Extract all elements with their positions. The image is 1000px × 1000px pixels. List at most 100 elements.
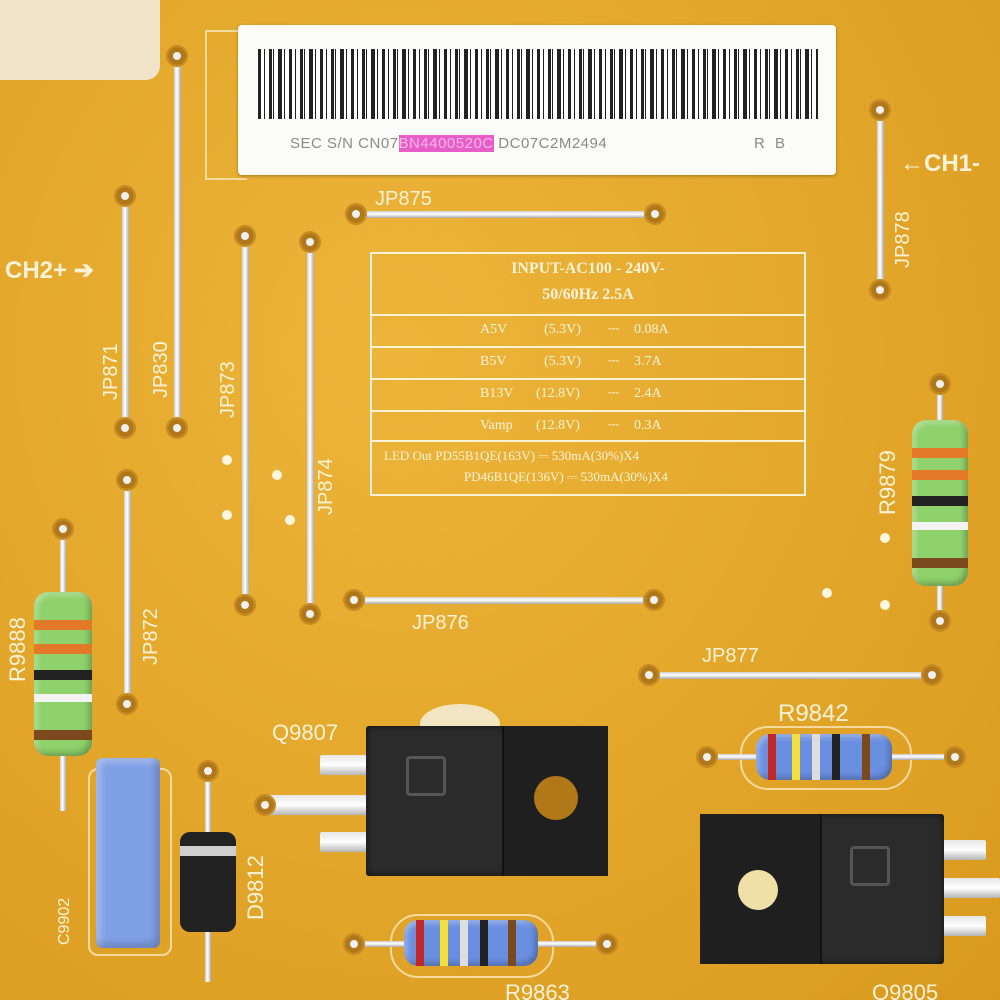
heat-compound <box>738 870 778 910</box>
pad <box>236 596 254 614</box>
label-q9807: Q9807 <box>272 720 339 745</box>
serial-part-number: BN4400520C <box>398 135 494 152</box>
pad <box>931 612 949 630</box>
power-rating-table: INPUT-AC100 - 240V- 50/60Hz 2.5A A5V (5.… <box>370 252 806 496</box>
pad <box>168 47 186 65</box>
label-jp874: JP874 <box>315 458 337 515</box>
pad <box>236 227 254 245</box>
jumper-jp830 <box>174 56 181 428</box>
pad <box>646 205 664 223</box>
barcode <box>258 49 818 119</box>
resistor-r9879 <box>912 420 968 586</box>
label-jp873: JP873 <box>217 361 239 418</box>
pad <box>347 205 365 223</box>
led-output-line2: PD46B1QE(136V) ⎓ 530mA(30%)X4 <box>464 469 668 484</box>
dc-symbol: ⎓ <box>608 322 620 337</box>
diode-d9812 <box>180 832 236 932</box>
serial-suffix: DC07C2M2494 <box>498 135 608 152</box>
capacitor-c9902 <box>96 758 160 948</box>
via-hole <box>822 588 832 598</box>
label-outline <box>205 30 247 180</box>
resistor-r9842 <box>756 734 892 780</box>
label-d9812: D9812 <box>243 855 268 920</box>
pad <box>645 591 663 609</box>
led-output-row: LED Out PD55B1QE(163V) ⎓ 530mA(30%)X4 PD… <box>372 440 804 496</box>
label-r9888: R9888 <box>5 617 30 682</box>
rail-name: B13V <box>480 386 514 401</box>
input-rating-line2: 50/60Hz 2.5A <box>542 286 634 303</box>
pad <box>54 520 72 538</box>
revision-mark: R B <box>754 135 789 152</box>
pad <box>698 748 716 766</box>
pad <box>256 796 274 814</box>
pad <box>345 935 363 953</box>
label-jp830: JP830 <box>150 341 172 398</box>
jumper-jp877 <box>650 672 934 679</box>
jumper-jp878 <box>877 110 884 290</box>
rating-row: Vamp (12.8V) ⎓ 0.3A <box>372 410 804 442</box>
pad <box>931 375 949 393</box>
rail-current: 2.4A <box>634 386 662 401</box>
pad <box>598 935 616 953</box>
via-hole <box>880 533 890 543</box>
rail-name: B5V <box>480 354 507 369</box>
via-hole <box>222 510 232 520</box>
label-jp871: JP871 <box>100 343 122 400</box>
label-q9805: Q9805 <box>872 980 939 1000</box>
logo-mark <box>850 846 890 886</box>
led-output-line1: LED Out PD55B1QE(163V) ⎓ 530mA(30%)X4 <box>384 448 640 463</box>
rail-voltage: (5.3V) <box>544 322 581 337</box>
pad <box>199 762 217 780</box>
transistor-leg <box>936 840 986 860</box>
via-hole <box>222 455 232 465</box>
sticker-remnant <box>0 0 160 80</box>
rail-name: A5V <box>480 322 508 337</box>
rating-row: B13V (12.8V) ⎓ 2.4A <box>372 378 804 412</box>
pad <box>301 605 319 623</box>
jumper-jp875 <box>356 211 656 218</box>
label-r9879: R9879 <box>875 450 900 515</box>
dc-symbol: ⎓ <box>608 354 620 369</box>
pad <box>116 419 134 437</box>
pad <box>871 281 889 299</box>
jumper-jp872 <box>124 480 131 704</box>
rail-current: 0.3A <box>634 418 662 433</box>
transistor-q9805 <box>700 814 944 964</box>
transistor-leg <box>936 878 1000 898</box>
ch1-marking: ←CH1- <box>900 150 981 177</box>
label-c9902: C9902 <box>56 897 73 945</box>
rating-row: A5V (5.3V) ⎓ 0.08A <box>372 314 804 348</box>
transistor-leg <box>320 832 370 852</box>
pad <box>118 695 136 713</box>
pad <box>301 233 319 251</box>
label-jp877: JP877 <box>702 645 759 667</box>
pad <box>168 419 186 437</box>
label-jp872: JP872 <box>140 608 162 665</box>
barcode-label: SEC S/N CN07BN4400520C DC07C2M2494 R B <box>238 25 836 175</box>
logo-mark <box>406 756 446 796</box>
label-r9842: R9842 <box>778 700 849 727</box>
via-hole <box>272 470 282 480</box>
via-hole <box>285 515 295 525</box>
pad <box>923 666 941 684</box>
rail-voltage: (5.3V) <box>544 354 581 369</box>
serial-number: SEC S/N CN07BN4400520C DC07C2M2494 <box>290 135 607 152</box>
pad <box>118 471 136 489</box>
via-hole <box>880 600 890 610</box>
label-jp876: JP876 <box>412 612 469 634</box>
rating-row: B5V (5.3V) ⎓ 3.7A <box>372 346 804 380</box>
jumper-jp874 <box>307 242 314 614</box>
dc-symbol: ⎓ <box>608 418 620 433</box>
pad <box>345 591 363 609</box>
pad <box>871 101 889 119</box>
label-r9863: R9863 <box>505 980 570 1000</box>
rail-voltage: (12.8V) <box>536 418 580 433</box>
ch2-marking: CH2+ ➔ <box>5 257 94 284</box>
transistor-leg <box>262 795 370 815</box>
rail-voltage: (12.8V) <box>536 386 580 401</box>
transistor-q9807 <box>366 726 608 876</box>
pad <box>640 666 658 684</box>
resistor-r9888 <box>34 592 92 756</box>
rail-current: 3.7A <box>634 354 662 369</box>
jumper-jp876 <box>354 597 656 604</box>
